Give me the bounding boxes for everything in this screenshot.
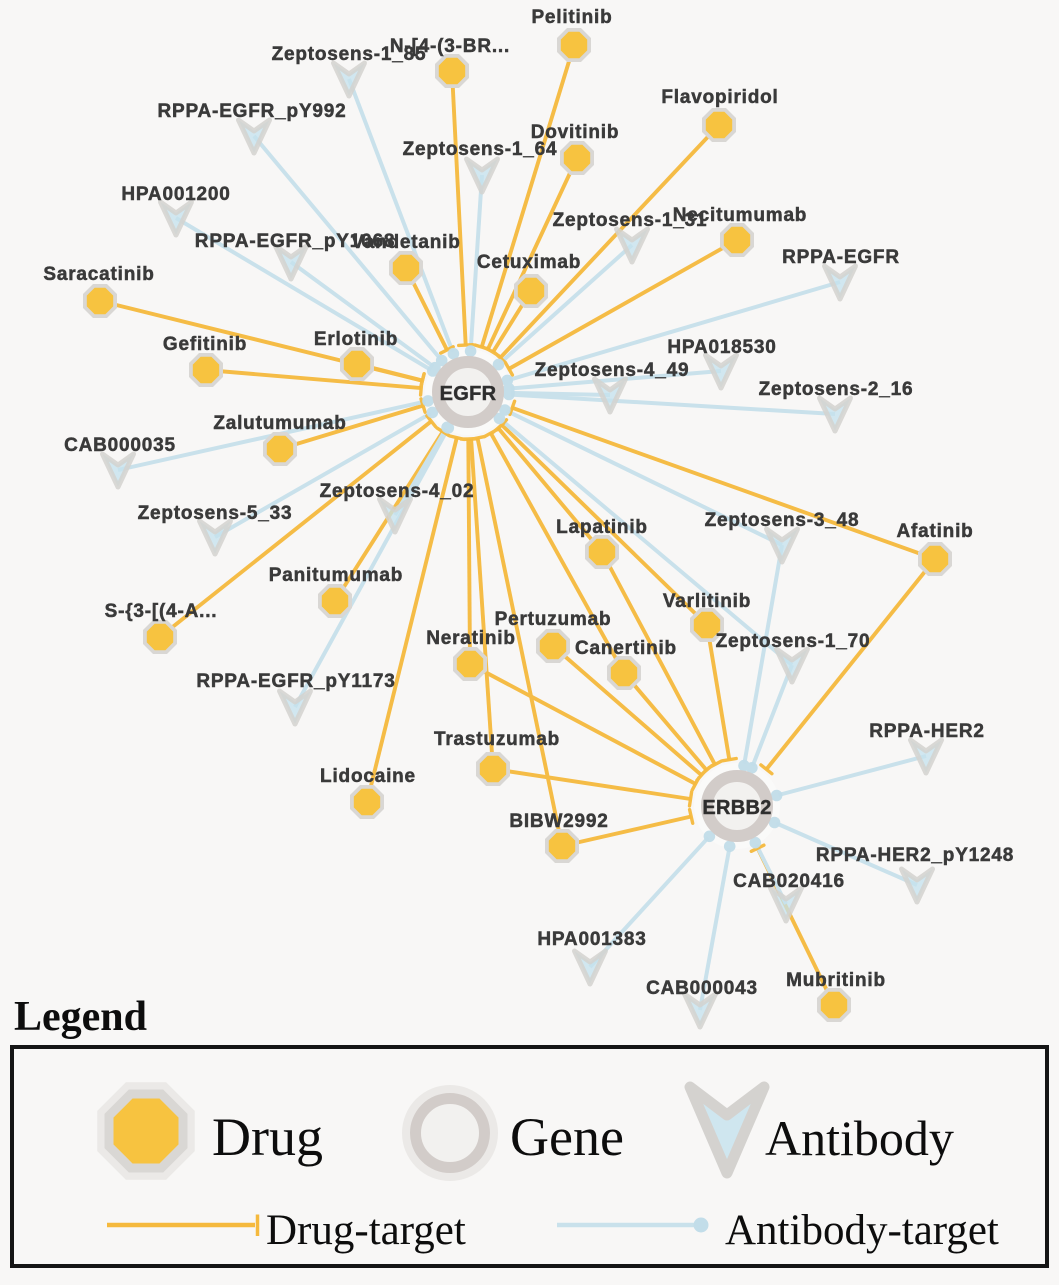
svg-text:Zeptosens-5_33: Zeptosens-5_33	[138, 503, 293, 524]
svg-text:HPA001200: HPA001200	[121, 184, 230, 205]
svg-text:Legend: Legend	[14, 994, 147, 1040]
svg-text:Lapatinib: Lapatinib	[556, 517, 648, 538]
svg-text:Drug: Drug	[212, 1107, 323, 1167]
svg-text:Zeptosens-4_49: Zeptosens-4_49	[535, 360, 690, 381]
svg-text:Zeptosens-2_16: Zeptosens-2_16	[759, 379, 914, 400]
svg-text:Varlitinib: Varlitinib	[663, 591, 751, 612]
svg-text:Gene: Gene	[510, 1107, 624, 1167]
svg-text:Flavopiridol: Flavopiridol	[661, 87, 778, 108]
svg-text:Zeptosens-1_70: Zeptosens-1_70	[716, 631, 871, 652]
svg-text:Zeptosens-1_31: Zeptosens-1_31	[553, 210, 708, 231]
svg-text:Neratinib: Neratinib	[426, 628, 516, 649]
svg-text:RPPA-HER2: RPPA-HER2	[869, 721, 985, 742]
svg-text:Saracatinib: Saracatinib	[43, 264, 154, 285]
svg-text:Antibody-target: Antibody-target	[725, 1207, 999, 1254]
svg-text:EGFR: EGFR	[440, 383, 497, 405]
svg-text:S-{3-[(4-A...: S-{3-[(4-A...	[105, 601, 218, 622]
svg-text:Erlotinib: Erlotinib	[314, 329, 398, 350]
svg-text:Drug-target: Drug-target	[266, 1207, 466, 1254]
svg-text:RPPA-EGFR_pY1173: RPPA-EGFR_pY1173	[196, 671, 395, 692]
svg-text:CAB000043: CAB000043	[646, 978, 758, 999]
svg-text:Trastuzumab: Trastuzumab	[434, 729, 560, 750]
svg-text:CAB000035: CAB000035	[64, 435, 176, 456]
svg-text:Zalutumumab: Zalutumumab	[213, 413, 346, 434]
svg-text:Zeptosens-3_48: Zeptosens-3_48	[705, 510, 860, 531]
svg-text:Panitumumab: Panitumumab	[269, 565, 403, 586]
svg-text:Lidocaine: Lidocaine	[320, 766, 416, 787]
svg-text:Pelitinib: Pelitinib	[531, 7, 612, 28]
svg-text:Zeptosens-4_02: Zeptosens-4_02	[320, 481, 475, 502]
svg-text:Antibody: Antibody	[765, 1110, 954, 1166]
svg-text:HPA001383: HPA001383	[537, 929, 646, 950]
svg-text:CAB020416: CAB020416	[733, 871, 845, 892]
svg-text:Cetuximab: Cetuximab	[477, 252, 581, 273]
svg-text:RPPA-EGFR: RPPA-EGFR	[782, 247, 900, 268]
svg-text:Zeptosens-1_64: Zeptosens-1_64	[403, 139, 558, 160]
svg-text:Mubritinib: Mubritinib	[786, 970, 886, 991]
svg-text:Afatinib: Afatinib	[896, 521, 973, 542]
svg-text:Gefitinib: Gefitinib	[163, 334, 247, 355]
svg-text:Pertuzumab: Pertuzumab	[495, 609, 612, 630]
svg-text:ERBB2: ERBB2	[702, 797, 771, 819]
svg-text:Zeptosens-1_85: Zeptosens-1_85	[272, 44, 427, 65]
svg-text:RPPA-EGFR_pY992: RPPA-EGFR_pY992	[157, 101, 346, 122]
svg-text:Canertinib: Canertinib	[575, 638, 677, 659]
svg-text:RPPA-EGFR_pY1068: RPPA-EGFR_pY1068	[195, 231, 395, 252]
svg-text:BIBW2992: BIBW2992	[509, 811, 608, 832]
svg-text:HPA018530: HPA018530	[667, 337, 776, 358]
svg-text:RPPA-HER2_pY1248: RPPA-HER2_pY1248	[816, 845, 1014, 866]
